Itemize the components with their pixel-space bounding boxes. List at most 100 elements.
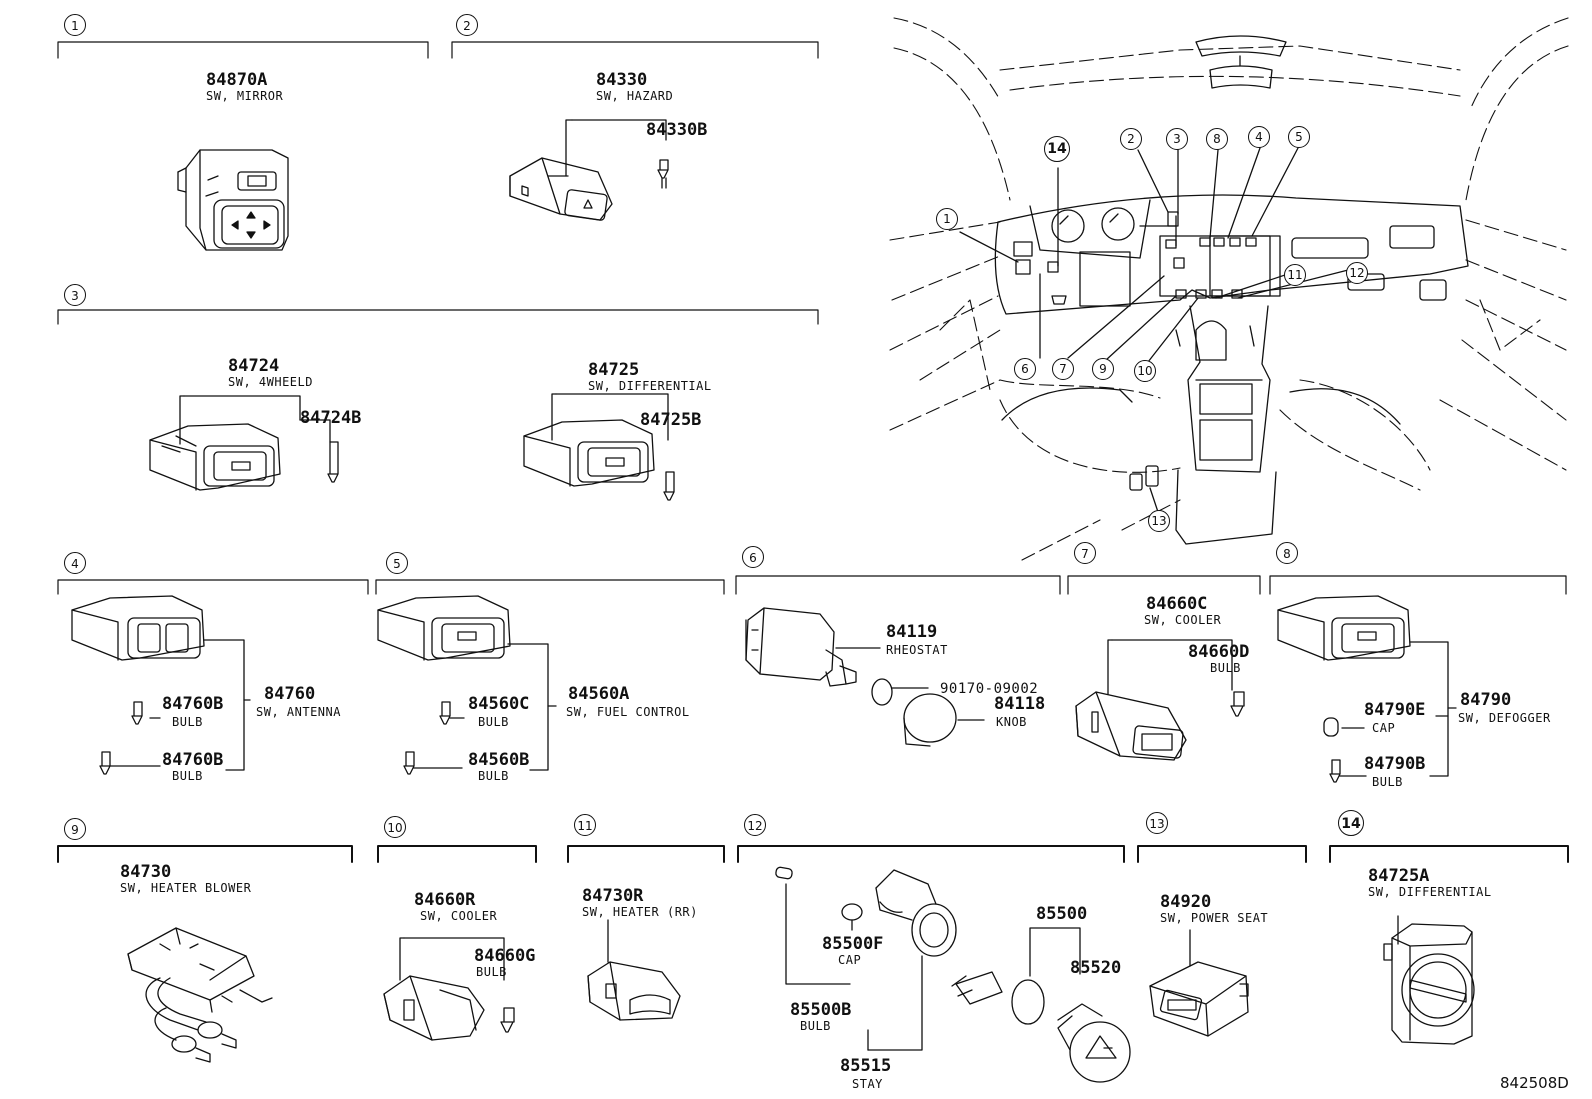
- section-number-5: 5: [386, 552, 408, 574]
- part-number-84870A: 84870A: [206, 70, 268, 90]
- part-number-84660R: 84660R: [414, 890, 476, 910]
- part-number-84330B: 84330B: [646, 120, 708, 140]
- part-number-85500B: 85500B: [790, 1000, 852, 1020]
- section-number-11: 11: [574, 814, 596, 836]
- overview-callout-14: 14: [1044, 136, 1070, 162]
- part-desc-84760B-2: BULB: [172, 769, 203, 783]
- part-desc-84870A: SW, MIRROR: [206, 89, 284, 103]
- figure-id: 842508D: [1500, 1074, 1569, 1092]
- section-number-9: 9: [64, 818, 86, 840]
- part-desc-84560C: BULB: [478, 715, 509, 729]
- part-number-84560B: 84560B: [468, 750, 530, 770]
- overview-callout-7: 7: [1052, 358, 1074, 380]
- part-number-84760B-2: 84760B: [162, 750, 224, 770]
- part-number-84790E: 84790E: [1364, 700, 1426, 720]
- part-number-84724: 84724: [228, 356, 280, 376]
- part-desc-84118: KNOB: [996, 715, 1027, 729]
- fuel-control-switch-drawing: [377, 595, 557, 775]
- part-desc-84119: RHEOSTAT: [886, 643, 948, 657]
- part-number-84920: 84920: [1160, 892, 1212, 912]
- part-number-84725A: 84725A: [1368, 866, 1430, 886]
- part-desc-84760B-1: BULB: [172, 715, 203, 729]
- part-desc-85515: STAY: [852, 1077, 883, 1091]
- overview-callout-8: 8: [1206, 128, 1228, 150]
- mirror-switch-drawing: [177, 149, 289, 251]
- power-seat-switch-drawing: [1149, 929, 1249, 1037]
- part-number-84790B: 84790B: [1364, 754, 1426, 774]
- part-number-84730R: 84730R: [582, 886, 644, 906]
- part-desc-84560A: SW, FUEL CONTROL: [566, 705, 690, 719]
- part-number-84660D: 84660D: [1188, 642, 1250, 662]
- overview-callout-13: 13: [1148, 510, 1170, 532]
- part-desc-84660G: BULB: [476, 965, 507, 979]
- part-desc-84660D: BULB: [1210, 661, 1241, 675]
- cigarette-lighter-drawing: [775, 866, 1131, 1083]
- part-desc-84790: SW, DEFOGGER: [1458, 711, 1551, 725]
- part-number-84730: 84730: [120, 862, 172, 882]
- part-number-84118: 84118: [994, 694, 1046, 714]
- part-desc-84760: SW, ANTENNA: [256, 705, 341, 719]
- antenna-switch-drawing: [71, 595, 251, 775]
- part-number-84119: 84119: [886, 622, 938, 642]
- part-number-85515: 85515: [840, 1056, 892, 1076]
- part-number-84724B: 84724B: [300, 408, 362, 428]
- differential-switch-drawing: [523, 393, 675, 501]
- part-number-85500: 85500: [1036, 904, 1088, 924]
- part-desc-84660R: SW, COOLER: [420, 909, 498, 923]
- part-desc-84730R: SW, HEATER (RR): [582, 905, 698, 919]
- section-number-2: 2: [456, 14, 478, 36]
- hazard-switch-drawing: [509, 119, 669, 221]
- interior-overview-drawing: [889, 17, 1569, 561]
- part-number-85500F: 85500F: [822, 934, 884, 954]
- part-number-84760B-1: 84760B: [162, 694, 224, 714]
- section-number-7: 7: [1074, 542, 1096, 564]
- part-desc-84725: SW, DIFFERENTIAL: [588, 379, 712, 393]
- overview-callout-3: 3: [1166, 128, 1188, 150]
- section-number-6: 6: [742, 546, 764, 568]
- part-number-85520: 85520: [1070, 958, 1122, 978]
- section-number-10: 10: [384, 816, 406, 838]
- section-number-8: 8: [1276, 542, 1298, 564]
- part-desc-84730: SW, HEATER BLOWER: [120, 881, 252, 895]
- cooler-switch-drawing: [1075, 639, 1245, 761]
- part-number-84660G: 84660G: [474, 946, 536, 966]
- section-brackets: [57, 41, 1569, 863]
- overview-callout-11: 11: [1284, 264, 1306, 286]
- section-number-4: 4: [64, 552, 86, 574]
- part-desc-85500F: CAP: [838, 953, 862, 967]
- part-number-84660C: 84660C: [1146, 594, 1208, 614]
- overview-callout-4: 4: [1248, 126, 1270, 148]
- part-number-84725: 84725: [588, 360, 640, 380]
- part-desc-84790E: CAP: [1372, 721, 1396, 735]
- part-number-84760: 84760: [264, 684, 316, 704]
- section-number-1: 1: [64, 14, 86, 36]
- defogger-switch-drawing: [1277, 595, 1457, 783]
- overview-callout-2: 2: [1120, 128, 1142, 150]
- part-number-84330: 84330: [596, 70, 648, 90]
- overview-callout-10: 10: [1134, 360, 1156, 382]
- part-number-84560C: 84560C: [468, 694, 530, 714]
- 4wheel-switch-drawing: [149, 395, 339, 491]
- part-desc-84724: SW, 4WHEELD: [228, 375, 313, 389]
- section-number-3: 3: [64, 284, 86, 306]
- heater-rr-switch-drawing: [587, 919, 681, 1021]
- part-number-84725B: 84725B: [640, 410, 702, 430]
- part-desc-84790B: BULB: [1372, 775, 1403, 789]
- part-desc-84560B: BULB: [478, 769, 509, 783]
- part-desc-85500B: BULB: [800, 1019, 831, 1033]
- section-number-13: 13: [1146, 812, 1168, 834]
- cooler-rr-switch-drawing: [383, 937, 515, 1041]
- part-number-84560A: 84560A: [568, 684, 630, 704]
- part-number-90170-09002: 90170-09002: [940, 681, 1039, 697]
- part-number-84790: 84790: [1460, 690, 1512, 710]
- part-desc-84330: SW, HAZARD: [596, 89, 674, 103]
- section-number-14: 14: [1338, 810, 1364, 836]
- part-desc-84920: SW, POWER SEAT: [1160, 911, 1269, 925]
- part-desc-84660C: SW, COOLER: [1144, 613, 1222, 627]
- overview-callout-12: 12: [1346, 262, 1368, 284]
- overview-callout-5: 5: [1288, 126, 1310, 148]
- part-desc-84725A: SW, DIFFERENTIAL: [1368, 885, 1492, 899]
- overview-callout-6: 6: [1014, 358, 1036, 380]
